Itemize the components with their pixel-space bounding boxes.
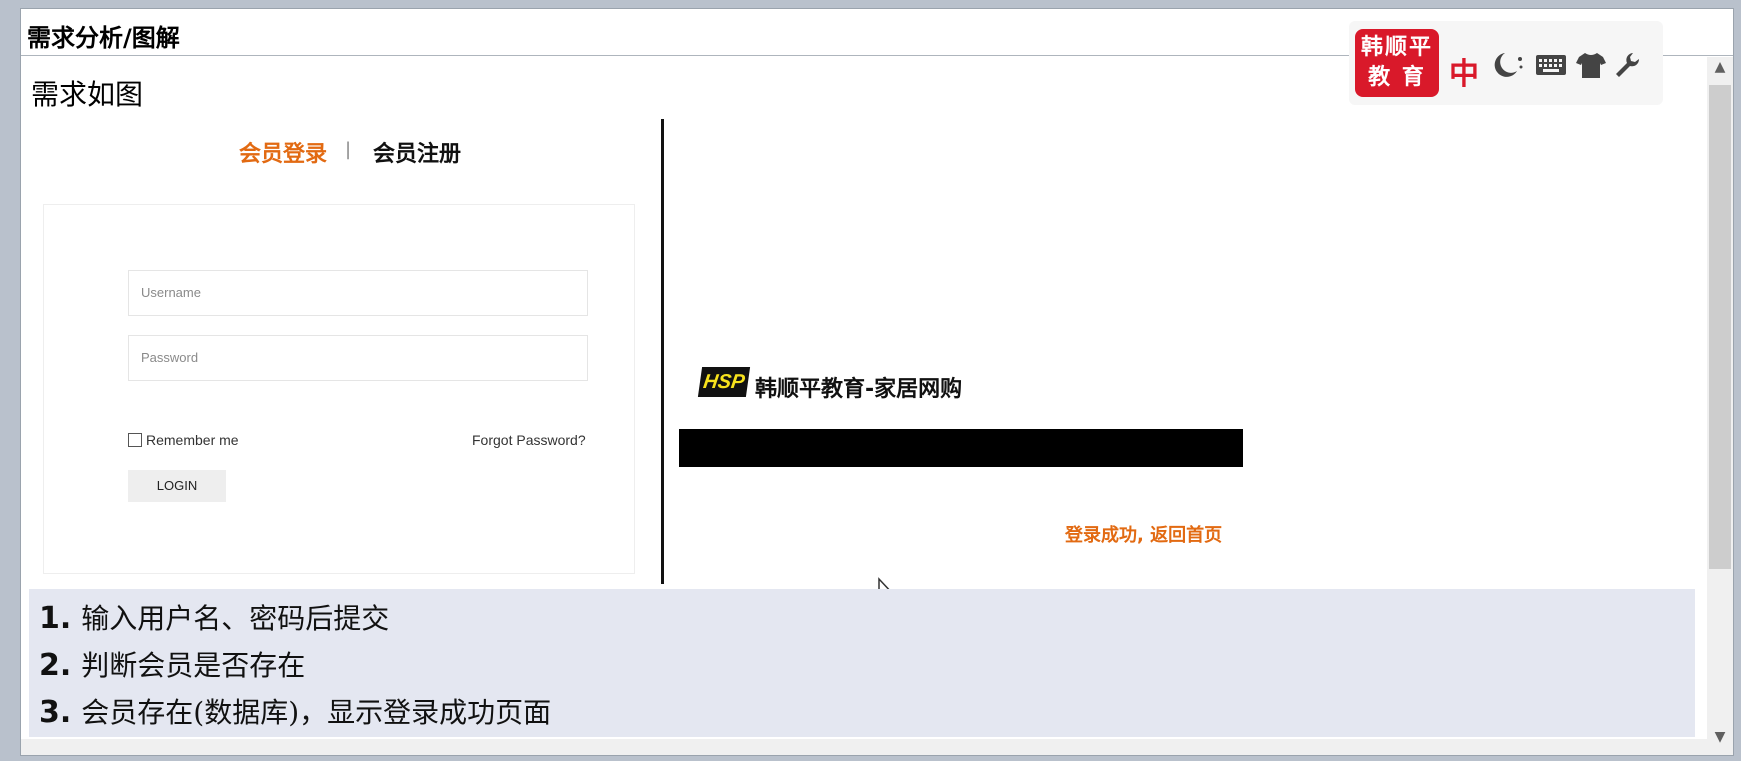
vertical-scrollbar[interactable]: ▲ ▼ <box>1707 57 1733 755</box>
login-form-demo: 会员登录 | 会员注册 Username Password Remember m… <box>31 119 651 584</box>
remember-me[interactable]: Remember me <box>128 432 239 448</box>
moon-icon[interactable] <box>1491 51 1525 81</box>
tab-member-register[interactable]: 会员注册 <box>373 142 462 167</box>
scroll-down-icon[interactable]: ▼ <box>1714 729 1726 745</box>
scrollbar-thumb[interactable] <box>1709 85 1731 569</box>
step-number: 2. <box>39 648 72 683</box>
scroll-up-icon[interactable]: ▲ <box>1714 59 1726 75</box>
step-item: 2. 判断会员是否存在 <box>39 644 305 684</box>
demo-divider <box>661 119 664 584</box>
step-number: 3. <box>39 695 72 730</box>
step-text: 输入用户名、密码后提交 <box>81 602 390 635</box>
step-number: 1. <box>39 601 72 636</box>
nav-bar <box>679 429 1243 467</box>
login-box: Username Password Remember me Forgot Pas… <box>43 204 635 574</box>
remember-checkbox[interactable] <box>128 433 142 447</box>
step-text: 判断会员是否存在 <box>81 649 306 682</box>
document-window: 需求分析/图解 需求如图 韩顺平 教 育 中 会 <box>20 8 1734 756</box>
tab-member-login[interactable]: 会员登录 <box>239 142 328 167</box>
username-input[interactable]: Username <box>128 270 588 316</box>
login-button[interactable]: LOGIN <box>128 470 226 502</box>
login-success-link[interactable]: 登录成功, 返回首页 <box>1065 525 1223 546</box>
password-input[interactable]: Password <box>128 335 588 381</box>
language-toggle[interactable]: 中 <box>1449 57 1479 92</box>
horizontal-scrollbar[interactable] <box>21 739 1707 755</box>
brand-logo: 韩顺平 教 育 <box>1355 29 1439 97</box>
keyboard-icon[interactable] <box>1535 53 1567 77</box>
page-heading: 需求如图 <box>31 78 144 111</box>
step-item: 1. 输入用户名、密码后提交 <box>39 597 389 637</box>
logo-line2: 教 育 <box>1368 65 1426 90</box>
tab-separator: | <box>345 139 352 160</box>
step-item: 3. 会员存在(数据库)，显示登录成功页面 <box>39 691 551 731</box>
hsp-logo: HSP <box>697 367 751 397</box>
forgot-password-link[interactable]: Forgot Password? <box>472 432 586 448</box>
steps-panel: 1. 输入用户名、密码后提交 2. 判断会员是否存在 3. 会员存在(数据库)，显示登… <box>29 589 1695 737</box>
remember-label: Remember me <box>146 432 239 448</box>
shop-name: 韩顺平教育-家居网购 <box>755 377 963 402</box>
logo-line1: 韩顺平 <box>1360 35 1433 60</box>
step-text: 会员存在(数据库)，显示登录成功页面 <box>81 696 552 729</box>
input-method-toolbar: 韩顺平 教 育 中 <box>1349 21 1663 105</box>
shirt-icon[interactable] <box>1575 51 1607 79</box>
window-title: 需求分析/图解 <box>27 24 180 52</box>
wrench-icon[interactable] <box>1613 51 1641 79</box>
